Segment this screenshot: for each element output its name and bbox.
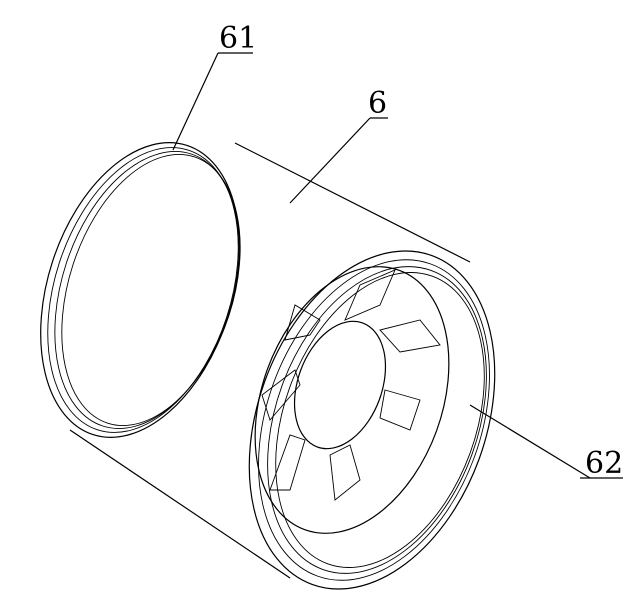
label-62: 62 [585, 446, 623, 481]
cylinder-housing [40, 142, 471, 579]
label-61: 61 [219, 21, 257, 56]
front-rim [248, 250, 496, 590]
leader-lines [172, 52, 623, 479]
impeller [261, 269, 441, 501]
label-6: 6 [368, 86, 387, 121]
